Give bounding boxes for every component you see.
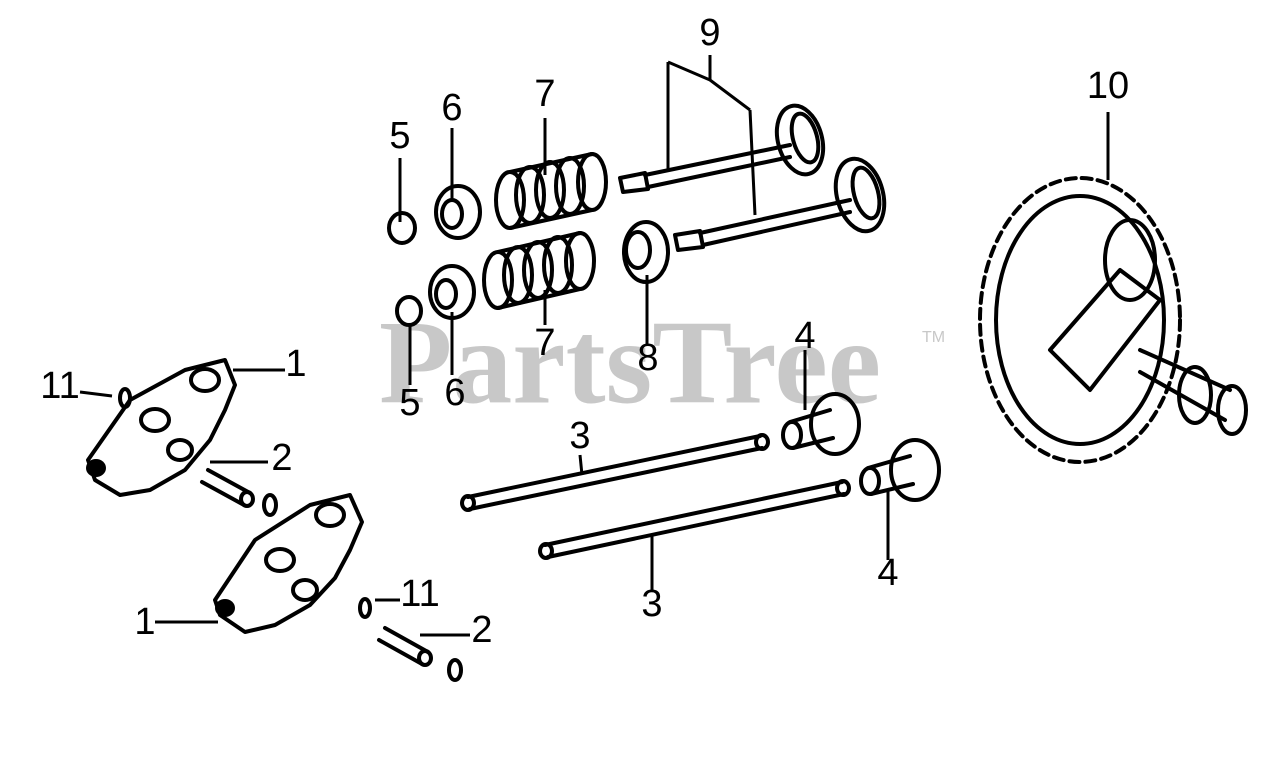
watermark: PartsTree [379, 296, 881, 429]
callout-2-upper: 2 [271, 437, 292, 479]
clip-upper [118, 387, 132, 409]
callout-6-lower: 6 [444, 372, 465, 414]
callout-10: 10 [1087, 65, 1129, 107]
tappet-upper [781, 392, 861, 456]
tappet-lower [859, 438, 941, 502]
callout-11-lower: 11 [400, 573, 439, 615]
rocker-arm-lower [213, 493, 364, 634]
callout-6-upper: 6 [441, 87, 462, 129]
callout-9: 9 [699, 12, 720, 54]
leader-3a [578, 454, 584, 476]
spring-upper [494, 152, 608, 230]
callout-5-upper: 5 [389, 115, 410, 157]
leader-11a [79, 390, 113, 398]
callout-3-upper: 3 [569, 415, 590, 457]
callout-2-lower: 2 [471, 609, 492, 651]
callout-4-lower: 4 [877, 552, 898, 594]
callout-3-lower: 3 [641, 583, 662, 625]
callout-7-lower: 7 [534, 322, 555, 364]
leader-9 [666, 55, 757, 216]
rocker-pin-lower [377, 626, 463, 682]
camshaft-gear [978, 176, 1248, 464]
callout-8: 8 [637, 337, 658, 379]
callout-4-upper: 4 [794, 315, 815, 357]
callout-1-lower: 1 [134, 601, 155, 643]
retainer-upper [434, 184, 482, 240]
rocker-pin-upper [200, 468, 278, 517]
watermark-tm: TM [922, 329, 945, 346]
push-rod-lower [538, 479, 851, 560]
valve-upper [618, 103, 826, 194]
valve-seal [622, 220, 670, 284]
callout-5-lower: 5 [399, 382, 420, 424]
keeper-upper [387, 211, 417, 245]
rocker-arm-upper [86, 358, 237, 497]
callout-7-upper: 7 [534, 73, 555, 115]
spring-lower [482, 231, 596, 310]
clip-lower [358, 597, 372, 619]
push-rod-upper [460, 433, 770, 512]
valve-lower [673, 156, 887, 252]
callout-1-upper: 1 [285, 343, 306, 385]
callout-11-upper: 11 [40, 365, 79, 407]
